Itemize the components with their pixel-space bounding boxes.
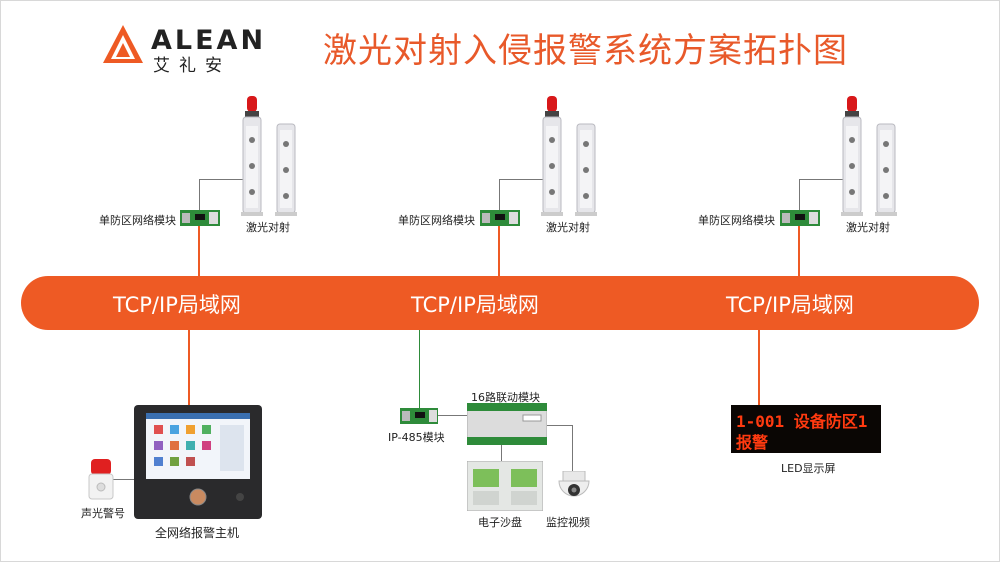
siren-icon: [88, 459, 114, 500]
ip485-module-icon: [400, 408, 438, 424]
zone1-sensor-label: 激光对射: [246, 221, 290, 234]
lan-label-3: TCP/IP局域网: [726, 293, 854, 317]
camera-label: 监控视频: [546, 516, 590, 529]
sand-table-icon: [467, 461, 543, 511]
lan-label-2: TCP/IP局域网: [411, 293, 539, 317]
connector-line: [799, 179, 845, 180]
led-line-1: 1-001 设备防区1: [736, 412, 868, 431]
lan-label-1: TCP/IP局域网: [113, 293, 241, 317]
link-line: [798, 226, 800, 278]
connector-line: [572, 425, 573, 473]
logo-subtitle: 艾礼安: [153, 56, 231, 76]
zone1-module-label: 单防区网络模块: [99, 214, 176, 227]
laser-beam-detector-icon: [841, 96, 897, 216]
link-line: [188, 330, 190, 406]
laser-beam-detector-icon: [241, 96, 297, 216]
linkage-module-icon: [467, 403, 547, 445]
siren-label: 声光警号: [81, 507, 125, 520]
linkage-label: 16路联动模块: [471, 391, 540, 404]
connector-line: [547, 425, 573, 426]
link-line: [758, 330, 760, 406]
connector-line: [199, 179, 200, 215]
connector-line: [501, 443, 502, 461]
zone2-module-label: 单防区网络模块: [398, 214, 475, 227]
page-title: 激光对射入侵报警系统方案拓扑图: [323, 31, 848, 71]
dome-camera-icon: [558, 471, 590, 497]
connector-line: [113, 479, 135, 480]
zone3-module-label: 单防区网络模块: [698, 214, 775, 227]
link-line: [498, 226, 500, 278]
zone2-sensor-label: 激光对射: [546, 221, 590, 234]
laser-beam-detector-icon: [541, 96, 597, 216]
connector-line: [199, 179, 245, 180]
connector-line: [419, 330, 420, 414]
alarm-host-icon: [134, 405, 262, 519]
connector-line: [799, 179, 800, 215]
led-line-2: 报警: [736, 433, 769, 452]
link-line: [198, 226, 200, 278]
ip485-label: IP-485模块: [388, 431, 445, 444]
connector-line: [499, 179, 545, 180]
zone3-sensor-label: 激光对射: [846, 221, 890, 234]
connector-line: [499, 179, 500, 215]
led-label: LED显示屏: [781, 462, 836, 475]
network-module-icon: [780, 210, 820, 226]
network-module-icon: [480, 210, 520, 226]
connector-line: [437, 415, 467, 416]
alean-logo-icon: [103, 25, 143, 63]
sand-table-label: 电子沙盘: [478, 516, 522, 529]
led-display: 1-001 设备防区1 报警: [731, 405, 881, 453]
logo-text: ALEAN: [151, 25, 267, 56]
host-label: 全网络报警主机: [155, 526, 240, 540]
lan-band: [21, 276, 979, 330]
network-module-icon: [180, 210, 220, 226]
